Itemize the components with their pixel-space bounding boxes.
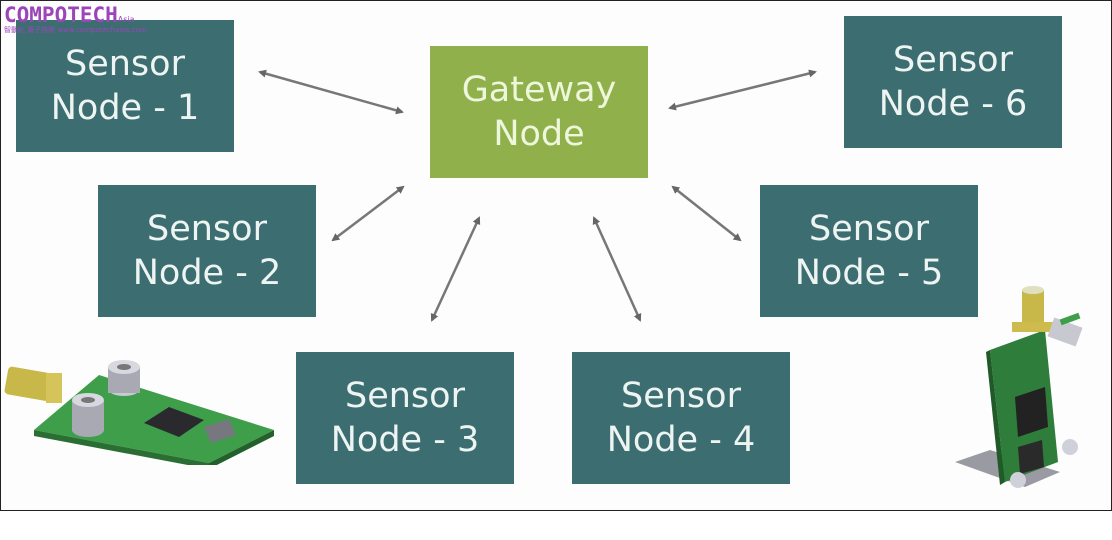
sensor-node-label-line2: Node - 1 <box>50 88 200 128</box>
sensor-node-label-line1: Sensor <box>809 209 929 249</box>
sensor-node-label-line2: Node - 4 <box>606 420 756 460</box>
sensor-node-label-line2: Node - 5 <box>794 253 944 293</box>
arrow-node-4 <box>592 216 642 322</box>
sensor-node-label-line1: Sensor <box>147 209 267 249</box>
arrow-node-2 <box>331 185 405 242</box>
sensor-node-6: Sensor Node - 6 <box>844 16 1062 148</box>
watermark-logo: COMPOTECHAsia 智動化 電子技術 www.compotechasia… <box>4 4 147 34</box>
sensor-node-label-line1: Sensor <box>345 376 465 416</box>
watermark-brand: COMPOTECH <box>4 3 118 27</box>
sensor-node-3: Sensor Node - 3 <box>296 352 514 484</box>
sensor-node-label-line1: Sensor <box>621 376 741 416</box>
sensor-node-label-line2: Node - 3 <box>330 420 480 460</box>
sensor-node-label-line1: Sensor <box>65 44 185 84</box>
gateway-label-line2: Node <box>493 114 585 154</box>
sensor-node-label-line2: Node - 2 <box>132 253 282 293</box>
watermark-region: Asia <box>117 15 135 24</box>
gateway-label-line1: Gateway <box>461 70 617 110</box>
gateway-node: Gateway Node <box>430 46 648 178</box>
arrow-node-3 <box>430 216 481 322</box>
arrow-node-6 <box>668 69 817 111</box>
arrow-node-5 <box>671 185 742 242</box>
sensor-node-2: Sensor Node - 2 <box>98 185 316 317</box>
arrow-node-1 <box>258 69 404 115</box>
sensor-node-4: Sensor Node - 4 <box>572 352 790 484</box>
sensor-node-label-line2: Node - 6 <box>878 84 1028 124</box>
pcb-module-horizontal-illustration <box>4 360 274 465</box>
pcb-module-vertical-illustration <box>955 286 1083 488</box>
watermark-subtitle: 智動化 電子技術 www.compotechasia.com <box>4 26 147 34</box>
sensor-node-label-line1: Sensor <box>893 40 1013 80</box>
sensor-node-5: Sensor Node - 5 <box>760 185 978 317</box>
sensor-node-1: Sensor Node - 1 <box>16 20 234 152</box>
